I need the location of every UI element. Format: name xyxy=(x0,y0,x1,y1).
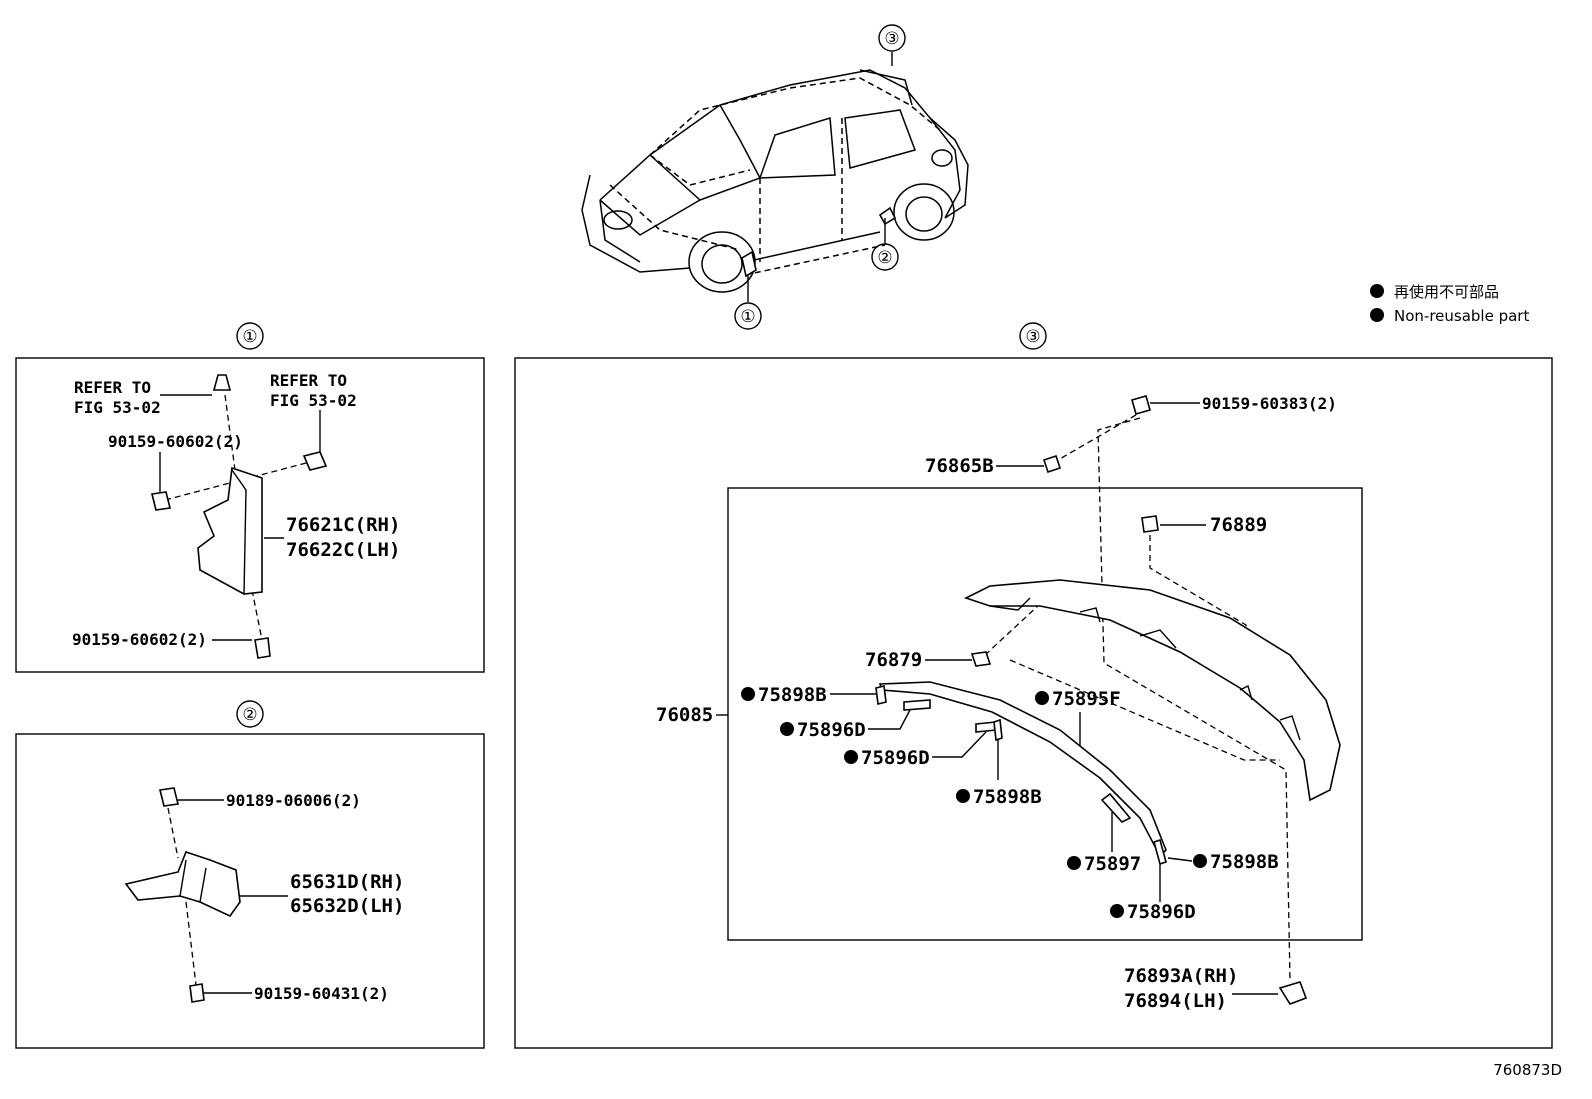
nut-label: 76865B xyxy=(925,455,994,477)
tape-75898b-b xyxy=(993,718,1003,742)
s2-screw xyxy=(189,983,205,1003)
dot-75898b-b xyxy=(956,789,970,803)
s2-clip xyxy=(159,787,179,807)
refer-b-line1: REFER TO xyxy=(270,371,347,390)
legend: 再使用不可部品 Non-reusable part xyxy=(1370,283,1529,325)
clip-76879 xyxy=(970,651,992,667)
dot-75896d-c xyxy=(1110,904,1124,918)
clip-76889-label: 76889 xyxy=(1210,514,1267,536)
s2-guard-part xyxy=(124,851,241,918)
clip-top xyxy=(212,374,232,391)
assy-label: 76085 xyxy=(656,704,713,726)
dot-75896d-b xyxy=(844,750,858,764)
section-2-frame xyxy=(15,733,485,1049)
illustration-code: 760873D xyxy=(1493,1061,1562,1079)
legend-jp: 再使用不可部品 xyxy=(1394,283,1499,301)
bracket-lh-label: 76894(LH) xyxy=(1124,990,1227,1012)
car-callout-3 xyxy=(878,24,906,52)
section-3-inner-frame xyxy=(727,487,1363,941)
mudguard-lh-label: 76622C(LH) xyxy=(286,539,400,561)
clip-right xyxy=(302,451,328,471)
tape-75898b-a-label: 75898B xyxy=(758,684,827,706)
section-1-frame xyxy=(15,357,485,673)
s2-clip-label: 90189-06006(2) xyxy=(226,791,361,810)
s2-screw-label: 90159-60431(2) xyxy=(254,984,389,1003)
tape-75898b-c xyxy=(1153,838,1167,866)
guard-lh-label: 65632D(LH) xyxy=(290,895,404,917)
tape-75897-label: 75897 xyxy=(1084,853,1141,875)
section-3: ③ 90159-60383(2) 76865B 76889 76879 7608… xyxy=(514,322,1553,1049)
mudguard-part xyxy=(197,466,263,595)
cover-75895f-label: 75895F xyxy=(1052,688,1121,710)
bracket-rh-label: 76893A(RH) xyxy=(1124,965,1238,987)
legend-dot-jp xyxy=(1370,284,1384,298)
dot-75897 xyxy=(1067,856,1081,870)
car-overview: ③ ② ① xyxy=(581,24,969,330)
dot-75898b-c xyxy=(1193,854,1207,868)
section-2: ② 90189-06006(2) 65631D(RH) 65632D(LH) 9… xyxy=(15,700,485,1049)
tape-75896d-a-label: 75896D xyxy=(797,719,866,741)
tape-75896d-b-label: 75896D xyxy=(861,747,930,769)
dot-75896d-a xyxy=(780,722,794,736)
s3-screw-label: 90159-60383(2) xyxy=(1202,394,1337,413)
mudguard-rh-label: 76621C(RH) xyxy=(286,514,400,536)
refer-a-line2: FIG 53-02 xyxy=(74,398,161,417)
s1-screw-bottom-label: 90159-60602(2) xyxy=(72,630,207,649)
dot-75895f xyxy=(1035,691,1049,705)
s1-screw-top-label: 90159-60602(2) xyxy=(108,432,243,451)
car-marker-2 xyxy=(878,206,897,226)
car-marker-1 xyxy=(741,250,757,278)
car-callout-1-label: ① xyxy=(740,307,755,327)
screw-bottom xyxy=(254,637,271,659)
tape-75897 xyxy=(1100,792,1132,823)
tape-75898b-b-label: 75898B xyxy=(973,786,1042,808)
section-3-callout-label: ③ xyxy=(1025,327,1040,347)
legend-dot-en xyxy=(1370,308,1384,322)
clip-76879-label: 76879 xyxy=(865,649,922,671)
car-callout-2-label: ② xyxy=(877,248,892,268)
section-2-callout xyxy=(236,700,264,728)
tape-75896d-a xyxy=(903,699,931,711)
tape-75898b-a xyxy=(875,685,887,705)
legend-en: Non-reusable part xyxy=(1394,307,1529,325)
clip-76889 xyxy=(1141,515,1159,533)
section-2-callout-label: ② xyxy=(242,705,257,725)
section-1-callout-label: ① xyxy=(242,327,257,347)
bracket-76893a xyxy=(1278,981,1308,1005)
section-3-frame xyxy=(514,357,1553,1049)
section-3-callout xyxy=(1019,322,1047,350)
screw-left xyxy=(151,491,171,511)
dot-75898b-a xyxy=(741,687,755,701)
car-callout-2 xyxy=(871,243,899,271)
refer-b-line2: FIG 53-02 xyxy=(270,391,357,410)
nut-76865b xyxy=(1042,454,1062,474)
car-callout-3-label: ③ xyxy=(884,29,899,49)
s3-screw xyxy=(1131,395,1151,415)
tape-75896d-b xyxy=(975,721,997,733)
tape-75896d-c-label: 75896D xyxy=(1127,901,1196,923)
car-callout-1 xyxy=(734,302,762,330)
spoiler-body xyxy=(963,579,1341,802)
section-1: ① REFER TO FIG 53-02 REFER TO FIG 53-02 … xyxy=(15,322,485,673)
section-1-callout xyxy=(236,322,264,350)
tape-75898b-c-label: 75898B xyxy=(1210,851,1279,873)
refer-a-line1: REFER TO xyxy=(74,378,151,397)
guard-rh-label: 65631D(RH) xyxy=(290,871,404,893)
